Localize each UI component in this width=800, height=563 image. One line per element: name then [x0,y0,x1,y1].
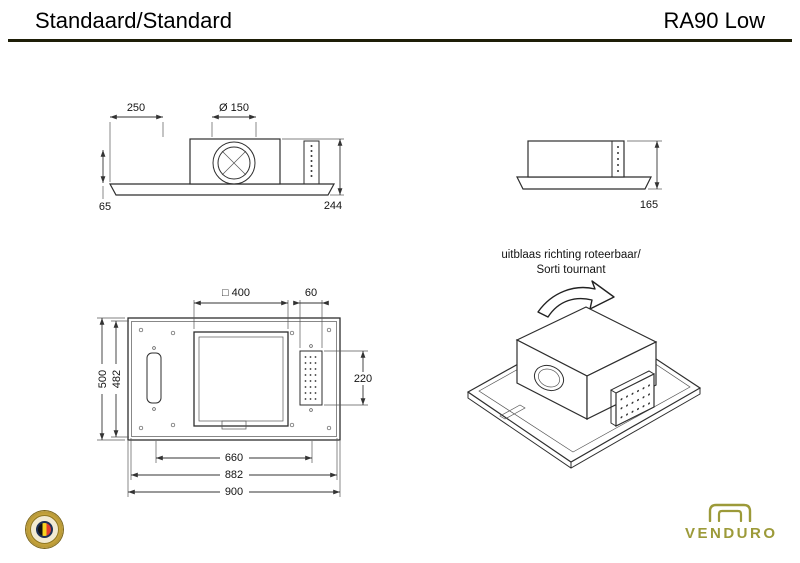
rotation-note-line2: Sorti tournant [536,264,606,276]
dim-900-label: 900 [225,486,243,498]
dim-400-label: □ 400 [222,287,250,299]
plan-view: □ 400 60 500 482 220 [96,287,376,498]
page-header: Standaard/Standard RA90 Low [0,0,800,34]
control-panel-plan [299,350,323,406]
dim-diameter-label: Ø 150 [219,102,249,114]
badge-flag-core [36,521,53,538]
dim-165-label: 165 [640,199,658,211]
page-title-left: Standaard/Standard [35,8,232,33]
dim-65-label: 65 [99,201,111,213]
dim-60-label: 60 [305,287,317,299]
page-title-right: RA90 Low [663,8,765,33]
handle [221,420,247,430]
filter-opening [193,331,289,427]
dim-244-label: 244 [324,200,342,212]
control-panel-iso [615,373,655,427]
control-panel-side [303,140,320,185]
iso-view: uitblaas richting roteerbaar/ Sorti tour… [466,249,702,469]
venduro-hood-icon [708,503,752,522]
dim-660-label: 660 [225,452,243,464]
side-view-right: 165 [516,140,662,211]
side-view-front: 250 Ø 150 65 244 [99,102,344,213]
header-divider [8,39,792,42]
mounting-slot [146,352,162,404]
badge-ring [30,515,59,544]
dim-250-label: 250 [127,102,145,114]
dim-500-label: 500 [97,370,109,388]
rotation-arrow-icon [537,280,615,318]
duct-outlet [533,364,565,392]
rotation-note-line1: uitblaas richting roteerbaar/ [501,249,641,261]
dim-482-label: 482 [111,370,123,388]
control-panel-side [611,140,625,178]
venduro-logo: VENDURO [678,502,782,542]
brand-name: VENDURO [684,525,778,542]
dim-220-label: 220 [354,373,372,385]
belgian-quality-badge [26,511,63,548]
dim-882-label: 882 [225,469,243,481]
